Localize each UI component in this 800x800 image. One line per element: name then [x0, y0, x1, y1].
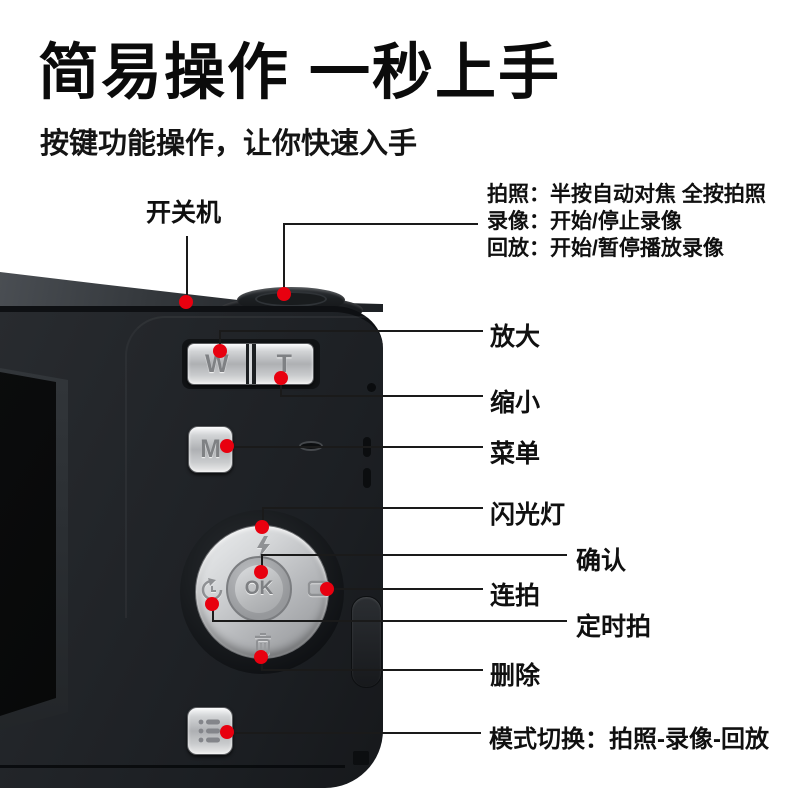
lcd-screen	[0, 372, 56, 716]
tele-button-label: T	[276, 349, 292, 378]
callout-line-zoom-in	[219, 330, 221, 352]
callout-line-flash	[262, 507, 483, 509]
callout-line-confirm	[261, 555, 263, 573]
shutter-playback-line: 回放：开始/暂停播放录像	[487, 237, 724, 260]
callout-label-timer: 定时拍	[576, 613, 652, 641]
marker-dot-menu	[220, 439, 234, 453]
marker-dot-timer	[205, 597, 219, 611]
marker-dot-zoom-out	[274, 371, 288, 385]
callout-line-shutter	[283, 223, 478, 225]
marker-dot-shutter	[277, 287, 291, 301]
marker-dot-delete	[254, 650, 268, 664]
page-subtitle: 按键功能操作，让你快速入手	[40, 128, 418, 160]
callout-line-delete	[261, 669, 483, 671]
callout-label-power: 开关机	[146, 199, 222, 227]
marker-dot-power	[179, 295, 193, 309]
callout-label-menu: 菜单	[490, 440, 541, 468]
callout-line-burst	[327, 588, 483, 590]
callout-line-mode	[228, 732, 481, 734]
marker-dot-zoom-in	[213, 344, 227, 358]
callout-line-zoom-in	[219, 330, 483, 332]
timer-icon	[201, 578, 223, 601]
page-title: 简易操作 一秒上手	[38, 38, 561, 106]
mode-switch-button	[187, 707, 233, 755]
callout-label-zoom-in: 放大	[490, 323, 541, 351]
callout-label-flash: 闪光灯	[490, 501, 566, 529]
marker-dot-mode	[220, 725, 234, 739]
callout-label-confirm: 确认	[576, 547, 627, 575]
camera-face-edge	[125, 316, 367, 618]
callout-line-delete	[261, 657, 263, 671]
side-hole	[367, 383, 376, 392]
callout-line-zoom-out	[280, 395, 483, 397]
callout-label-shutter: 拍照：半按自动对焦 全按拍照 录像：开始/停止录像 回放：开始/暂停播放录像	[487, 181, 766, 262]
bottom-notch	[353, 751, 369, 765]
mode-list-icon	[198, 719, 220, 743]
callout-label-zoom-out: 缩小	[490, 389, 541, 417]
callout-line-zoom-out	[280, 378, 282, 397]
marker-dot-flash	[255, 520, 269, 534]
callout-line-timer	[212, 620, 567, 622]
marker-dot-confirm	[254, 565, 268, 579]
side-vent-slot	[363, 468, 371, 488]
zoom-rocker-button: W T	[187, 343, 314, 385]
callout-line-shutter	[283, 224, 285, 295]
callout-line-confirm	[261, 554, 567, 556]
shutter-button-ring	[255, 291, 327, 307]
zoom-rocker-divider	[245, 344, 256, 384]
callout-line-flash	[262, 508, 264, 528]
callout-label-mode-switch: 模式切换：拍照-录像-回放	[489, 726, 769, 753]
callout-line-timer	[212, 604, 214, 622]
port-cover-flap	[351, 596, 382, 688]
body-seam-line	[0, 765, 345, 768]
callout-line-menu	[228, 446, 483, 448]
callout-label-delete: 删除	[490, 662, 541, 690]
shutter-video-line: 录像：开始/停止录像	[487, 210, 682, 233]
marker-dot-burst	[320, 582, 334, 596]
flash-icon	[257, 536, 270, 558]
callout-label-burst: 连拍	[490, 582, 541, 610]
callout-line-power	[186, 236, 188, 303]
shutter-photo-line: 拍照：半按自动对焦 全按拍照	[487, 183, 766, 206]
